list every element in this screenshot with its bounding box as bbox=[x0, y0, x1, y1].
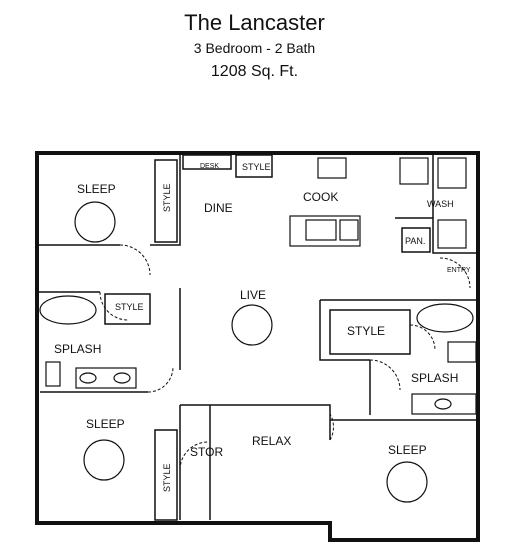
room-label-style-kitchen: STYLE bbox=[242, 162, 271, 172]
room-label-entry: ENTRY bbox=[447, 267, 471, 274]
plan-subtitle: 3 Bedroom - 2 Bath bbox=[193, 40, 316, 56]
ceiling-fans bbox=[74, 201, 428, 503]
room-label-live: LIVE bbox=[240, 288, 266, 302]
room-label-sleep-top-left: SLEEP bbox=[77, 182, 116, 196]
room-label-style-top-left: STYLE bbox=[162, 183, 172, 212]
room-label-pantry: PAN. bbox=[405, 236, 425, 246]
room-label-stor: STOR bbox=[190, 445, 223, 459]
room-labels: SLEEP STYLE DINE DESK STYLE COOK WASH PA… bbox=[54, 162, 471, 492]
room-label-splash-left: SPLASH bbox=[54, 342, 101, 356]
room-label-splash-right: SPLASH bbox=[411, 371, 458, 385]
exterior-walls bbox=[35, 151, 480, 542]
room-label-cook: COOK bbox=[303, 190, 338, 204]
room-label-style-bath-left: STYLE bbox=[115, 302, 144, 312]
room-label-desk: DESK bbox=[200, 163, 219, 170]
room-label-sleep-bottom-right: SLEEP bbox=[388, 443, 427, 457]
room-label-style-master: STYLE bbox=[347, 324, 385, 338]
plan-title: The Lancaster bbox=[184, 10, 325, 35]
fixtures bbox=[39, 157, 477, 415]
room-label-wash: WASH bbox=[427, 199, 454, 209]
room-label-style-bottom-left: STYLE bbox=[162, 463, 172, 492]
room-label-dine: DINE bbox=[204, 201, 233, 215]
door-swings bbox=[99, 244, 471, 471]
plan-area: 1208 Sq. Ft. bbox=[210, 63, 299, 80]
room-label-sleep-bottom-left: SLEEP bbox=[86, 417, 125, 431]
room-label-relax: RELAX bbox=[252, 434, 291, 448]
